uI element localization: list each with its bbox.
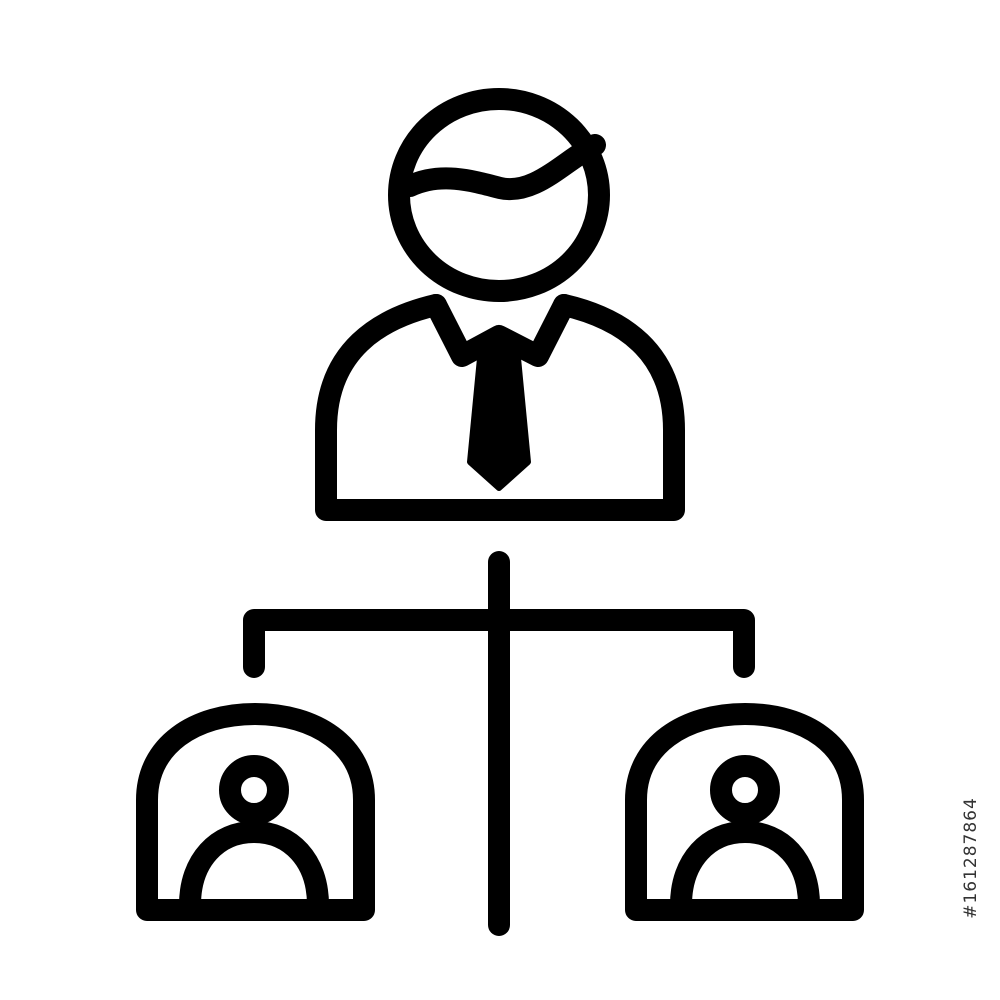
- employee-card-left: [136, 703, 375, 921]
- tie-icon: [467, 337, 531, 491]
- manager-body: [315, 294, 685, 521]
- stock-id-text: #161287864: [961, 796, 981, 919]
- card-frame: [136, 703, 375, 921]
- employee-card-right: [625, 703, 864, 921]
- stock-id-watermark: #161287864: [960, 750, 982, 965]
- manager-hair: [399, 134, 606, 201]
- manager-icon: [315, 88, 685, 521]
- hierarchy-connector: [243, 551, 755, 936]
- person-body-icon: [670, 821, 820, 916]
- connector-branch: [243, 609, 755, 678]
- person-head-icon: [219, 755, 289, 825]
- card-frame: [625, 703, 864, 921]
- manager-collar: [425, 294, 575, 367]
- person-head-icon: [710, 755, 780, 825]
- person-body-icon: [179, 821, 329, 916]
- manager-head: [388, 88, 610, 302]
